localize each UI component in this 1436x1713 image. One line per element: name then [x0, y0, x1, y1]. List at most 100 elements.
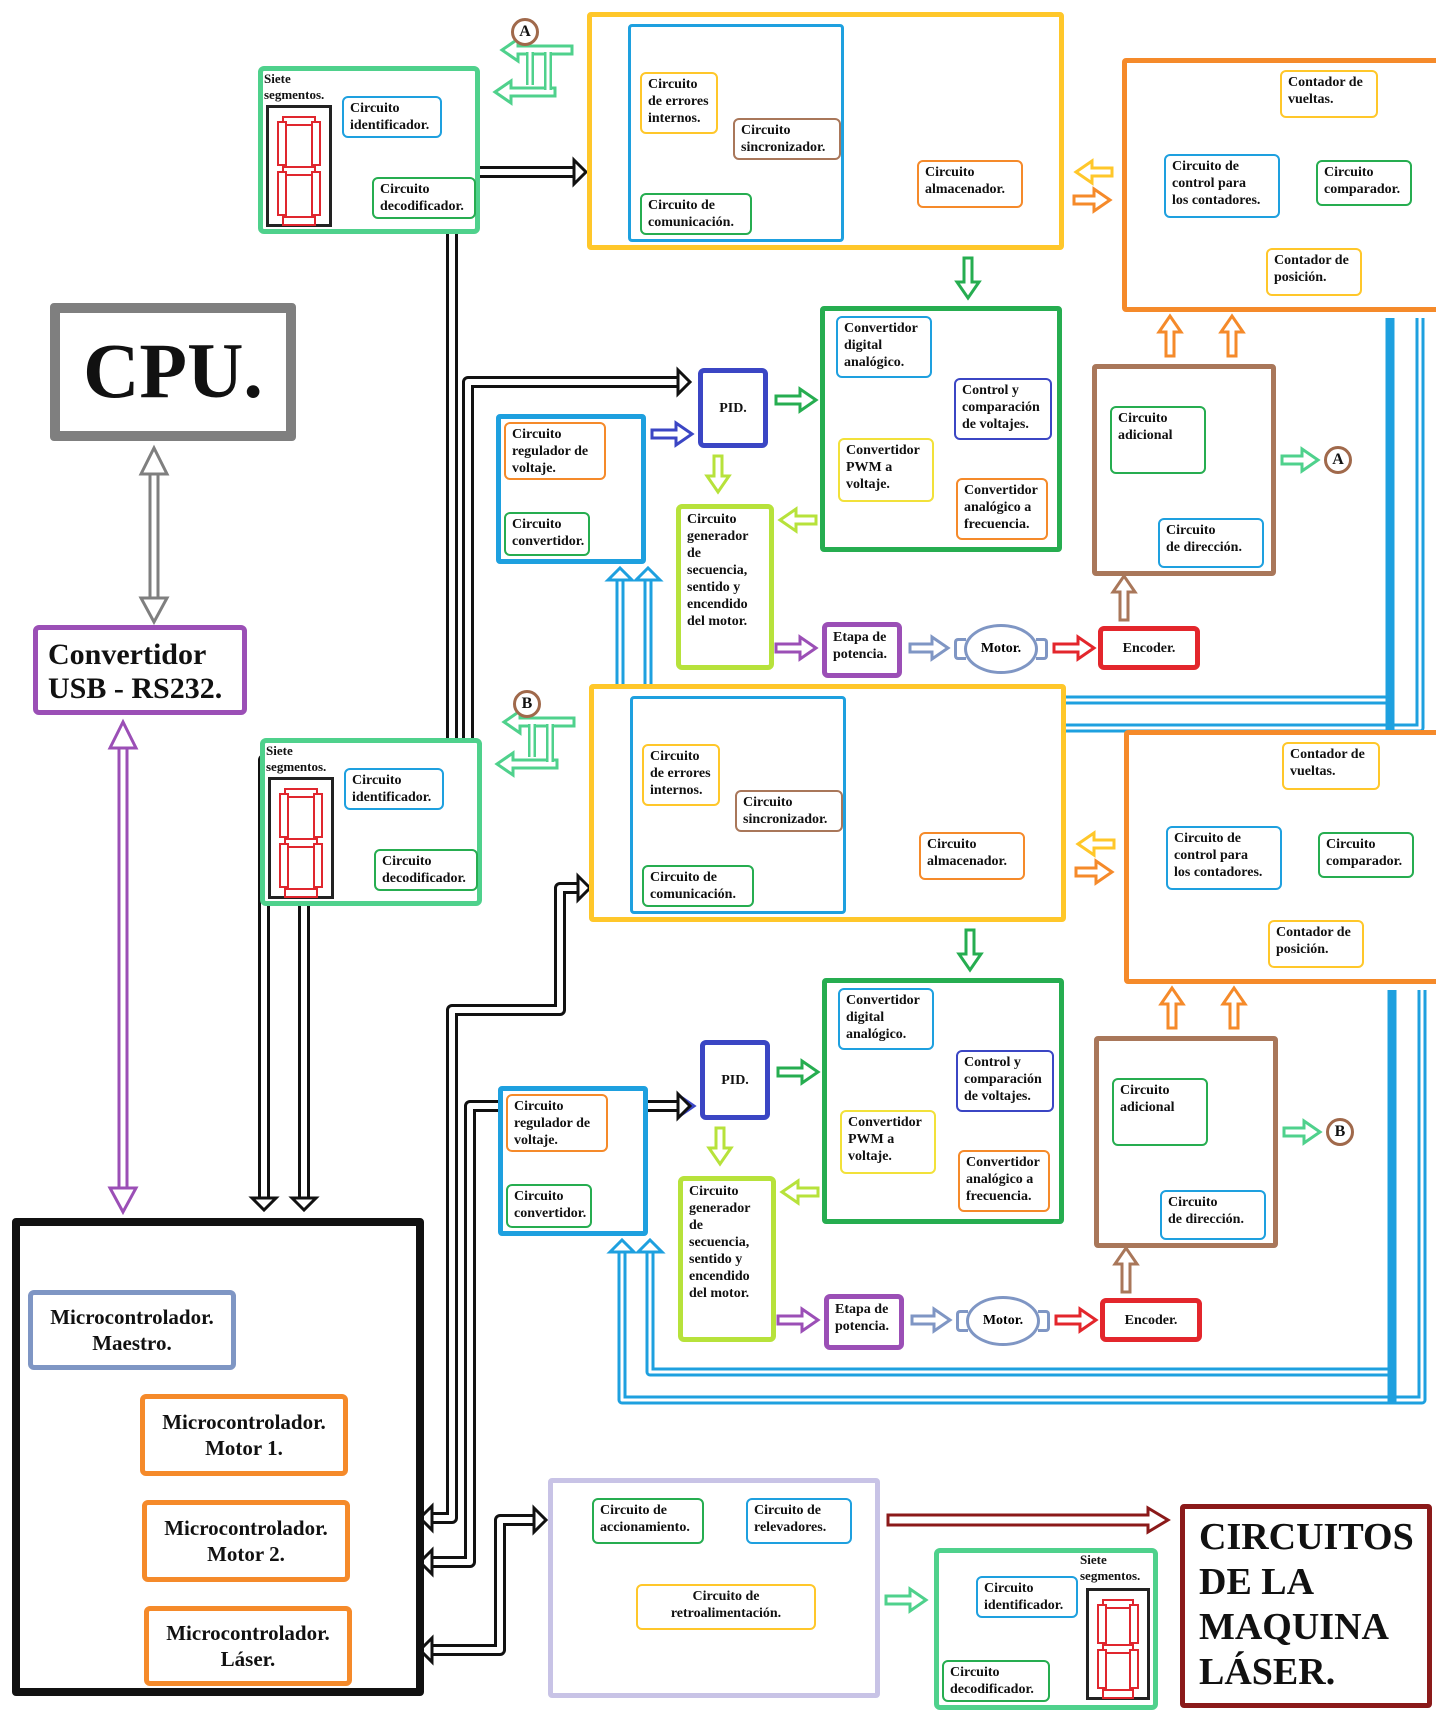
axis2-connector-top: B: [513, 690, 541, 718]
axis2-analogico-frecuencia-text: Convertidor analógico a frecuencia.: [966, 1155, 1040, 1204]
axis1-motor-enc: [1052, 634, 1097, 662]
axis2-pwm: Convertidor PWM a voltaje.: [840, 1110, 936, 1174]
retroalimentacion-text: Circuito de retroalimentación.: [670, 1589, 782, 1621]
axis2-loop1-head: [634, 1237, 666, 1254]
axis1-identificador: Circuito identificador.: [342, 96, 442, 138]
axis2-loop2-i: [620, 990, 1424, 1402]
laser-to-seven: [884, 1586, 929, 1614]
axis1-posicion: Contador de posición.: [1266, 248, 1362, 296]
axis1-almacenador: Circuito almacenador.: [917, 160, 1023, 208]
bus-top-pid-head: [676, 366, 693, 398]
segment-3: [279, 793, 289, 838]
axis1-generador-text: Circuito generador de secuencia, sentido…: [687, 512, 749, 629]
segment-5: [277, 171, 287, 216]
axis1-loop1-head: [632, 565, 664, 582]
laser-title-box: CIRCUITOS DE LA MAQUINA LÁSER.: [1180, 1504, 1432, 1708]
axis1-pid-dac: [774, 386, 819, 414]
bus-bottom-pid-head: [676, 1090, 693, 1122]
axis1-direccion-text: Circuito de dirección.: [1166, 523, 1242, 555]
axis2-generador: Circuito generador de secuencia, sentido…: [678, 1176, 776, 1342]
axis1-control-contadores-text: Circuito de control para los contadores.: [1172, 159, 1261, 208]
axis2-pot-motor: [910, 1306, 953, 1334]
axis1-comparador: Circuito comparador.: [1316, 160, 1412, 206]
axis1-comunicacion-text: Circuito de comunicación.: [648, 198, 734, 230]
axis1-vueltas-text: Contador de vueltas.: [1288, 75, 1363, 107]
axis2-motor-enc: [1054, 1306, 1099, 1334]
axis2-direccion-text: Circuito de dirección.: [1168, 1195, 1244, 1227]
axis2-decodificador-text: Circuito decodificador.: [382, 854, 466, 886]
bus-laser-left-head: [417, 1634, 434, 1666]
axis1-convertidor-text: Circuito convertidor.: [512, 517, 585, 549]
axis2-identificador-text: Circuito identificador.: [352, 773, 432, 805]
axis1-sincronizador: Circuito sincronizador.: [733, 118, 841, 160]
laser-seven-seg-display: [1086, 1588, 1150, 1700]
axis1-regulador: Circuito regulador de voltaje.: [504, 422, 606, 480]
laser-identificador: Circuito identificador.: [976, 1576, 1078, 1618]
axis1-connector-side-text: A: [1332, 451, 1344, 468]
axis1-dac-gen: [777, 506, 818, 534]
axis1-adic-up1: [1156, 313, 1184, 358]
axis2-almacenador-text: Circuito almacenador.: [927, 837, 1007, 869]
laser-seven-title: Siete segmentos.: [1080, 1552, 1141, 1583]
bus-top-comms-inner: [261, 169, 580, 1198]
motor1-microcontroller: Microcontrolador. Motor 1.: [140, 1394, 348, 1476]
axis1-convertidor: Circuito convertidor.: [504, 512, 590, 556]
motor-label: Motor.: [966, 1296, 1040, 1346]
laser-microcontroller-text: Microcontrolador. Láser.: [166, 1621, 330, 1671]
axis1-decodificador-text: Circuito decodificador.: [380, 182, 464, 214]
bus-motor2-b-head: [417, 1546, 434, 1578]
axis1-control-contadores: Circuito de control para los contadores.: [1164, 154, 1280, 218]
axis1-potencia-text: Etapa de potencia.: [833, 630, 888, 662]
axis2-pid-dac: [776, 1058, 821, 1086]
axis1-pot-motor: [908, 634, 951, 662]
accionamiento: Circuito de accionamiento.: [592, 1498, 704, 1544]
axis1-seven-title: Siete segmentos.: [264, 71, 325, 102]
motor2-microcontroller-text: Microcontrolador. Motor 2.: [164, 1516, 328, 1566]
axis2-vueltas: Contador de vueltas.: [1282, 742, 1380, 790]
segment-4: [311, 121, 321, 166]
axis1-almacenador-text: Circuito almacenador.: [925, 165, 1005, 197]
axis2-dac-text: Convertidor digital analógico.: [846, 993, 920, 1042]
axis2-connector-top-text: B: [521, 695, 533, 712]
axis2-ctr-in-o: [1074, 858, 1115, 886]
axis1-potencia: Etapa de potencia.: [822, 622, 902, 678]
axis1-encoder: Encoder.: [1098, 626, 1200, 670]
axis2-adicional-text: Circuito adicional: [1120, 1083, 1175, 1115]
retroalimentacion: Circuito de retroalimentación.: [636, 1584, 816, 1630]
axis2-comparador: Circuito comparador.: [1318, 832, 1414, 878]
axis2-dac: Convertidor digital analógico.: [838, 988, 934, 1050]
bus-laser-inner: [425, 1517, 540, 1653]
axis2-errores: Circuito de errores internos.: [642, 744, 720, 806]
segment-5: [1097, 1649, 1107, 1689]
axis2-posicion: Contador de posición.: [1268, 920, 1364, 968]
axis1-gen-pot: [774, 634, 819, 662]
segment-5: [279, 843, 289, 888]
axis2-alm-to-dac: [956, 928, 984, 973]
axis1-ctr-in-o: [1072, 186, 1113, 214]
axis1-control-voltajes-text: Control y comparación de voltajes.: [962, 383, 1040, 432]
segment-3: [277, 121, 287, 166]
axis2-pwm-text: Convertidor PWM a voltaje.: [848, 1115, 922, 1164]
axis1-pwm: Convertidor PWM a voltaje.: [838, 438, 934, 502]
accionamiento-text: Circuito de accionamiento.: [600, 1503, 690, 1535]
segment-4: [1129, 1604, 1139, 1644]
axis2-regulador-text: Circuito regulador de voltaje.: [514, 1099, 591, 1148]
axis1-reg-pid: [650, 420, 695, 448]
axis2-enc-dir: [1112, 1245, 1140, 1294]
axis2-to-seven-a: [501, 708, 576, 736]
axis2-convertidor: Circuito convertidor.: [506, 1184, 592, 1228]
axis1-regulador-text: Circuito regulador de voltaje.: [512, 427, 589, 476]
axis1-comparador-text: Circuito comparador.: [1324, 165, 1401, 197]
axis2-seven-title: Siete segmentos.: [266, 743, 327, 774]
axis2-dac-gen: [779, 1178, 820, 1206]
axis1-encoder-text: Encoder.: [1122, 640, 1176, 656]
axis2-encoder-text: Encoder.: [1124, 1312, 1178, 1328]
axis1-errores-text: Circuito de errores internos.: [648, 77, 709, 126]
axis1-alm-to-dac: [954, 256, 982, 301]
laser-decodificador: Circuito decodificador.: [942, 1660, 1050, 1702]
axis2-pid: PID.: [700, 1040, 770, 1120]
motor1-microcontroller-text: Microcontrolador. Motor 1.: [162, 1410, 326, 1460]
axis2-identificador: Circuito identificador.: [344, 768, 444, 810]
laser-identificador-text: Circuito identificador.: [984, 1581, 1064, 1613]
